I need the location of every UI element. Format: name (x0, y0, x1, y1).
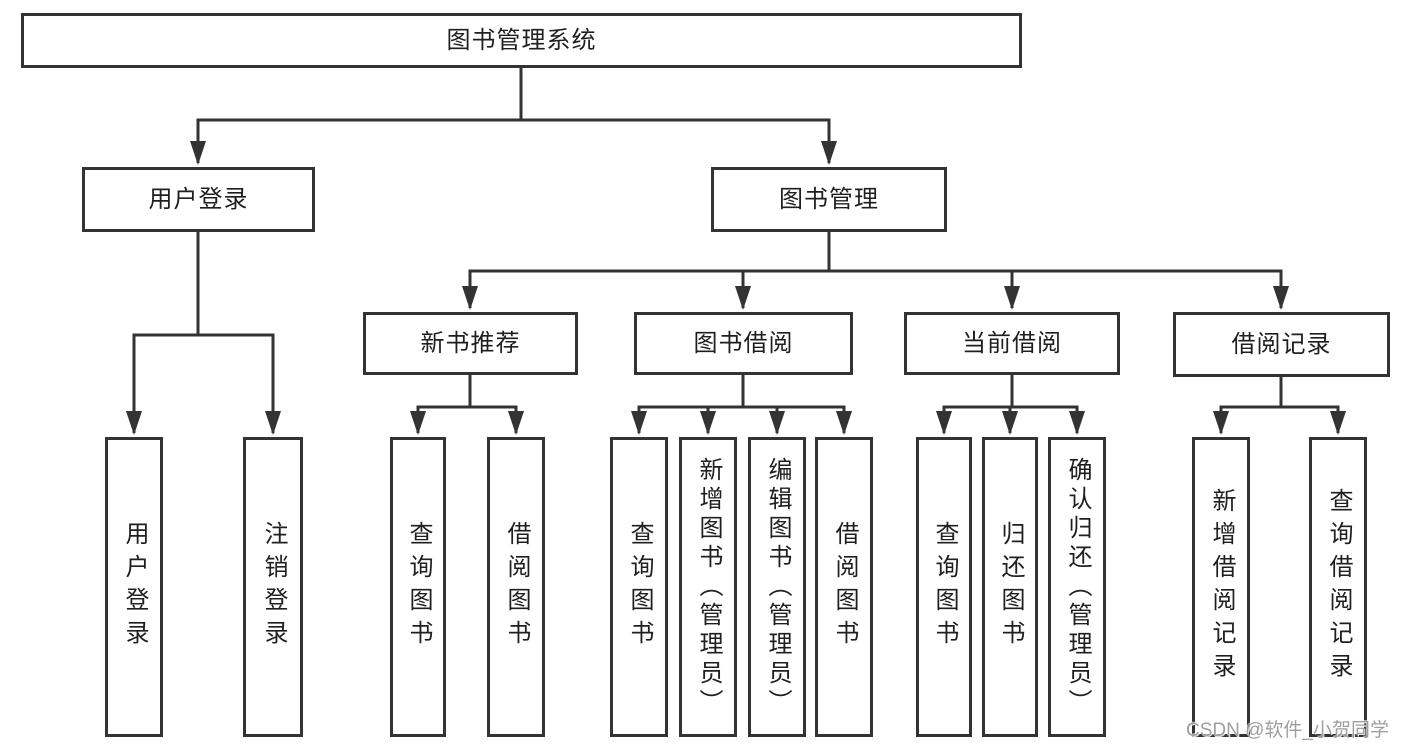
node-book-management: 图书管理 (711, 167, 947, 232)
node-query-books-3: 查询图书 (916, 437, 972, 737)
node-add-book-admin: 新增图书（管理员） (679, 437, 737, 737)
node-logout: 注销登录 (243, 437, 303, 737)
watermark: CSDN @软件_小贺同学 (1186, 720, 1389, 741)
node-new-book-recommend: 新书推荐 (363, 312, 578, 375)
node-confirm-return-admin: 确认归还（管理员） (1048, 437, 1106, 737)
node-book-borrowing: 图书借阅 (634, 312, 853, 375)
node-user-login-leaf: 用户登录 (105, 437, 163, 737)
node-query-books-2: 查询图书 (610, 437, 668, 737)
node-query-books-1: 查询图书 (390, 437, 446, 737)
node-current-borrowing: 当前借阅 (904, 312, 1120, 375)
node-edit-book-admin: 编辑图书（管理员） (748, 437, 806, 737)
node-query-borrow-record: 查询借阅记录 (1309, 437, 1367, 737)
node-borrow-books-2: 借阅图书 (815, 437, 873, 737)
node-library-system: 图书管理系统 (21, 13, 1022, 68)
node-borrowing-records: 借阅记录 (1173, 312, 1390, 377)
node-borrow-books-1: 借阅图书 (487, 437, 545, 737)
node-user-login: 用户登录 (82, 167, 315, 232)
node-return-books: 归还图书 (982, 437, 1038, 737)
node-add-borrow-record: 新增借阅记录 (1192, 437, 1250, 737)
